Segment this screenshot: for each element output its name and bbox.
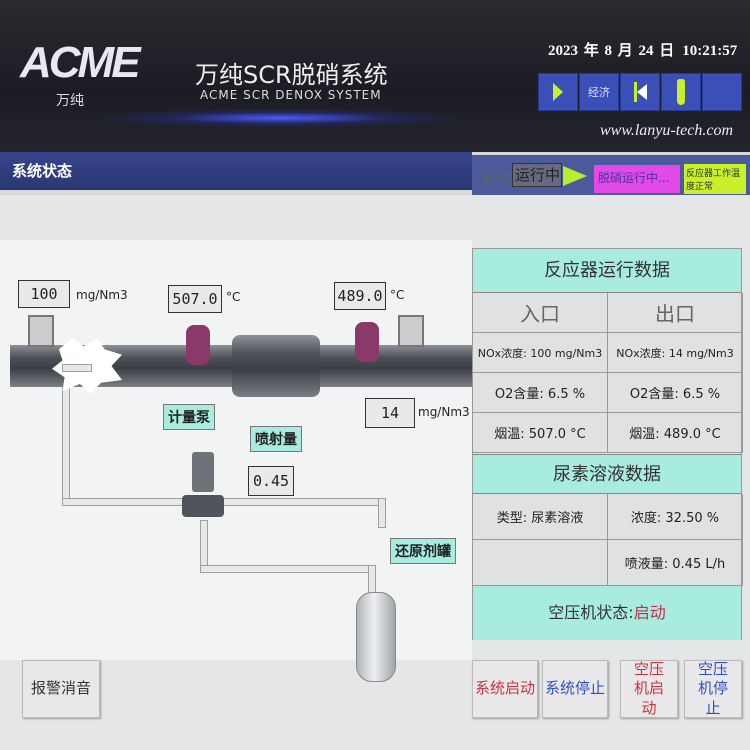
spray-label: 喷射量	[250, 426, 302, 452]
inlet-nox-cell: NOx浓度: 100 mg/Nm3	[473, 333, 608, 373]
outlet-temp-cell: 烟温: 489.0 °C	[608, 413, 743, 453]
metering-pump-label: 计量泵	[163, 404, 215, 430]
compressor-stop-button[interactable]: 空压机停止	[684, 660, 742, 718]
injection-nozzle	[62, 364, 92, 372]
urea-spray-cell: 喷液量: 0.45 L/h	[608, 540, 743, 586]
alarm-mute-button[interactable]: 报警消音	[22, 660, 100, 718]
reductant-tank	[356, 592, 396, 682]
inlet-o2-cell: O2含量: 6.5 %	[473, 373, 608, 413]
thermometer-icon	[677, 79, 685, 105]
inlet-nox-value: 100	[18, 280, 70, 308]
outlet-nox-value: 14	[365, 398, 415, 428]
outlet-o2-cell: O2含量: 6.5 %	[608, 373, 743, 413]
system-stop-button[interactable]: 系统停止	[542, 660, 608, 718]
outlet-header: 出口	[608, 293, 743, 333]
step-back-button[interactable]	[620, 73, 660, 111]
compressor-start-button[interactable]: 空压机启动	[620, 660, 678, 718]
reactor-temp-ok-badge: 反应器工作温度正常	[684, 164, 746, 194]
inlet-nox-unit: mg/Nm3	[76, 288, 128, 302]
outlet-thermometer-icon	[355, 322, 379, 362]
app-title: 万纯SCR脱硝系统	[195, 61, 388, 89]
urea-line	[378, 498, 386, 528]
temperature-button[interactable]	[661, 73, 701, 111]
section-title: 系统状态	[12, 162, 73, 180]
running-indicator: 运行中	[512, 163, 562, 187]
inlet-temp-value: 507.0	[168, 285, 222, 313]
process-diagram	[0, 240, 472, 660]
reductant-tank-label: 还原剂罐	[390, 538, 456, 564]
inlet-analyzer-icon	[28, 315, 54, 347]
system-label: 系统	[480, 169, 513, 188]
outlet-temp-unit: °C	[390, 288, 405, 302]
empty-cell	[473, 540, 608, 586]
play-button[interactable]	[538, 73, 578, 111]
system-start-button[interactable]: 系统启动	[472, 660, 538, 718]
compressor-state: 启动	[633, 603, 666, 622]
inlet-temp-cell: 烟温: 507.0 °C	[473, 413, 608, 453]
blank-button[interactable]	[702, 73, 742, 111]
logo-subtitle: 万纯	[56, 93, 84, 109]
inlet-temp-unit: °C	[226, 290, 241, 304]
outlet-temp-value: 489.0	[334, 282, 386, 310]
denox-running-badge: 脱硝运行中...	[594, 165, 680, 193]
urea-line	[200, 520, 208, 570]
inlet-header: 入口	[473, 293, 608, 333]
outlet-nox-unit: mg/Nm3	[418, 405, 470, 419]
header-glow	[90, 108, 470, 128]
compressor-label: 空压机状态:	[548, 603, 634, 622]
logo: ACME	[20, 38, 141, 87]
datetime: 2023 年 8 月 24 日 10:21:57	[548, 42, 737, 60]
status-bar	[0, 152, 472, 190]
website-url: www.lanyu-tech.com	[600, 122, 734, 139]
economy-button[interactable]: 经济	[579, 73, 619, 111]
urea-type-cell: 类型: 尿素溶液	[473, 494, 608, 540]
urea-line	[368, 565, 376, 595]
step-back-icon	[633, 82, 647, 102]
urea-concentration-cell: 浓度: 32.50 %	[608, 494, 743, 540]
outlet-nox-cell: NOx浓度: 14 mg/Nm3	[608, 333, 743, 373]
app-subtitle: ACME SCR DENOX SYSTEM	[200, 88, 382, 102]
time: 10:21:57	[682, 43, 738, 59]
urea-table-title: 尿素溶液数据	[473, 454, 741, 494]
reactor-data-table: 反应器运行数据 入口 出口 NOx浓度: 100 mg/Nm3 NOx浓度: 1…	[472, 248, 743, 640]
inlet-thermometer-icon	[186, 325, 210, 365]
reactor-table-title: 反应器运行数据	[473, 249, 741, 293]
metering-pump-icon[interactable]	[182, 495, 224, 517]
spray-value: 0.45	[248, 466, 294, 496]
date: 2023 年 8 月 24 日	[548, 43, 675, 59]
play-icon	[553, 83, 563, 101]
outlet-analyzer-icon	[398, 315, 424, 347]
urea-line	[200, 565, 375, 573]
reactor	[232, 335, 320, 397]
running-arrow-icon	[563, 166, 587, 186]
pump-motor-icon	[192, 452, 214, 492]
compressor-status: 空压机状态:启动	[473, 586, 741, 640]
